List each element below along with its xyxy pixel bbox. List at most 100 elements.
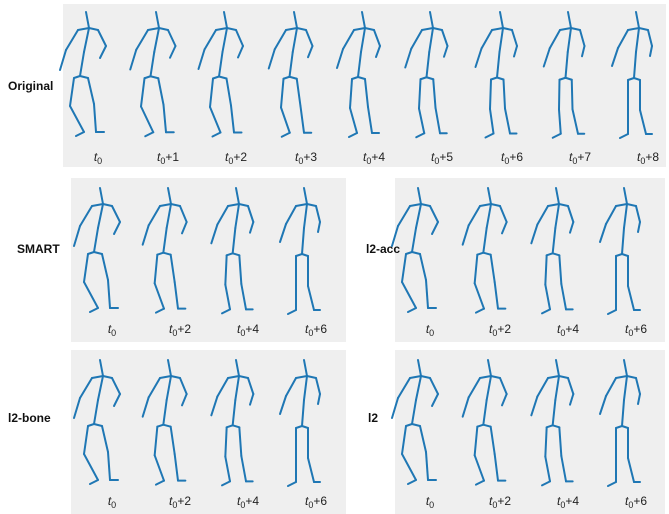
bone bbox=[419, 109, 424, 134]
bone bbox=[84, 254, 88, 282]
bone bbox=[84, 454, 98, 480]
bone bbox=[160, 204, 171, 206]
bone bbox=[248, 206, 253, 222]
bone bbox=[412, 400, 416, 424]
bone bbox=[490, 109, 494, 134]
bone bbox=[94, 104, 96, 132]
bone bbox=[430, 378, 438, 394]
bone bbox=[548, 204, 559, 206]
bone bbox=[374, 30, 380, 46]
bone bbox=[475, 455, 484, 480]
bone bbox=[622, 228, 624, 254]
bone bbox=[180, 206, 187, 222]
l2-skeleton-0 bbox=[388, 354, 448, 494]
bone bbox=[60, 50, 66, 70]
bone bbox=[427, 52, 430, 77]
bone bbox=[608, 482, 616, 486]
bone bbox=[236, 360, 239, 376]
bone bbox=[151, 76, 159, 78]
bone bbox=[225, 285, 230, 310]
bone bbox=[302, 400, 304, 426]
l2-bone-skeleton-2 bbox=[206, 354, 266, 494]
original-skeleton-2 bbox=[194, 6, 254, 146]
bone bbox=[433, 79, 435, 108]
bone bbox=[293, 28, 297, 52]
bone bbox=[612, 48, 618, 66]
bone bbox=[482, 30, 493, 49]
bone bbox=[559, 80, 560, 110]
bone bbox=[233, 400, 236, 425]
bone bbox=[233, 253, 240, 255]
bone bbox=[419, 79, 421, 108]
bone bbox=[436, 108, 441, 134]
bone bbox=[416, 133, 424, 137]
row-label-l2-bone: l2-bone bbox=[8, 411, 51, 425]
bone bbox=[100, 46, 106, 58]
original-skeleton-1 bbox=[126, 6, 186, 146]
bone bbox=[102, 426, 108, 452]
bone bbox=[497, 52, 500, 78]
original-skeleton-6 bbox=[470, 6, 530, 146]
bone bbox=[171, 204, 180, 206]
bone bbox=[307, 204, 316, 206]
bone bbox=[361, 28, 365, 52]
bone bbox=[568, 12, 571, 28]
bone bbox=[213, 133, 221, 137]
bone bbox=[560, 28, 571, 30]
bone bbox=[281, 79, 284, 108]
l2-bone-frame-label-0: t0 bbox=[108, 494, 116, 510]
bone bbox=[219, 77, 227, 79]
bone bbox=[580, 30, 585, 46]
bone bbox=[531, 397, 537, 416]
bone bbox=[158, 78, 163, 105]
bone bbox=[228, 376, 239, 378]
l2-skeleton-2 bbox=[526, 354, 586, 494]
bone bbox=[402, 282, 416, 308]
bone bbox=[238, 46, 243, 58]
bone bbox=[545, 427, 546, 456]
bone bbox=[89, 28, 98, 30]
bone bbox=[84, 426, 88, 454]
bone bbox=[542, 309, 550, 313]
bone bbox=[80, 52, 84, 76]
bone bbox=[227, 79, 232, 106]
bone bbox=[365, 79, 368, 107]
bone bbox=[163, 425, 170, 427]
bone bbox=[167, 204, 171, 228]
bone bbox=[475, 255, 478, 284]
smart-skeleton-3 bbox=[274, 182, 334, 322]
bone bbox=[416, 204, 421, 228]
original-frame-label-0: t0 bbox=[94, 150, 102, 166]
bone bbox=[318, 222, 320, 232]
bone bbox=[151, 52, 155, 76]
bone bbox=[349, 133, 357, 137]
bone bbox=[155, 283, 164, 308]
bone bbox=[211, 397, 217, 416]
bone bbox=[559, 204, 568, 206]
bone bbox=[225, 427, 226, 456]
bone bbox=[548, 376, 559, 378]
bone bbox=[487, 376, 491, 400]
bone bbox=[286, 206, 296, 224]
bone bbox=[640, 110, 646, 134]
bone bbox=[108, 452, 110, 480]
bone bbox=[600, 396, 606, 414]
bone bbox=[175, 454, 178, 481]
bone bbox=[239, 204, 248, 206]
l2-frame-label-1: t0+2 bbox=[489, 494, 511, 510]
bone bbox=[224, 12, 227, 28]
bone bbox=[154, 28, 159, 52]
bone bbox=[476, 49, 482, 68]
bone bbox=[422, 28, 433, 30]
bone bbox=[628, 458, 634, 482]
bone bbox=[94, 424, 102, 426]
bone bbox=[636, 206, 640, 222]
bone bbox=[78, 28, 89, 30]
bone bbox=[488, 188, 491, 204]
bone bbox=[365, 28, 374, 30]
bone bbox=[545, 255, 546, 284]
bone bbox=[164, 105, 167, 133]
bone bbox=[160, 376, 171, 378]
bone bbox=[112, 378, 120, 394]
bone bbox=[500, 28, 504, 52]
